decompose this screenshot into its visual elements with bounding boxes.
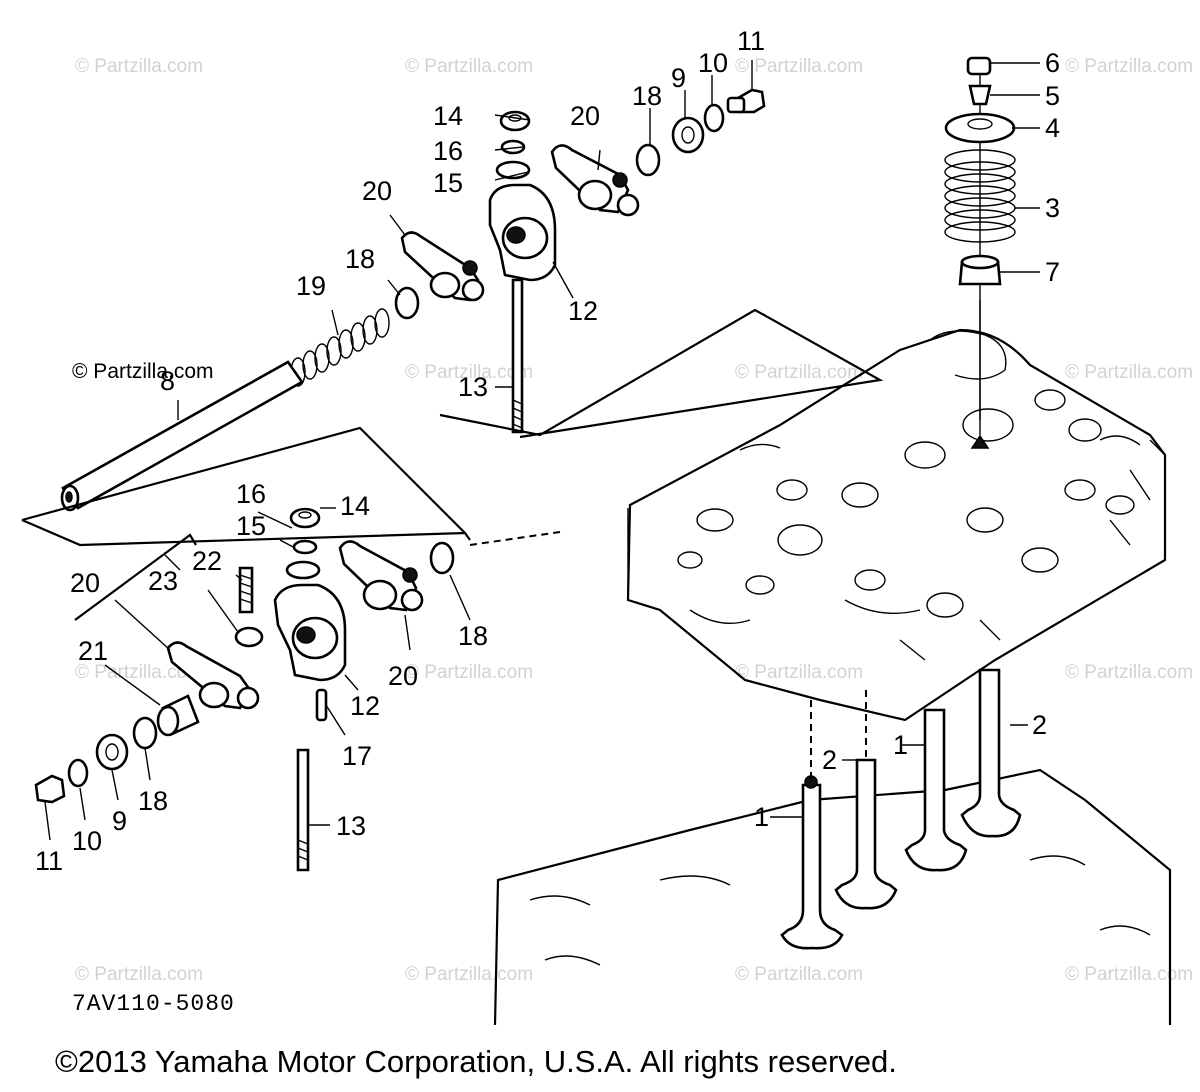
callout-19: 19 xyxy=(296,271,326,301)
watermark: © Partzilla.com xyxy=(75,56,203,77)
callout-18: 18 xyxy=(632,81,662,111)
callout-15: 15 xyxy=(236,511,266,541)
callout-4: 4 xyxy=(1045,113,1060,143)
callout-1: 1 xyxy=(754,802,769,832)
callout-20: 20 xyxy=(388,661,418,691)
rocker-shaft xyxy=(60,360,304,512)
callout-16: 16 xyxy=(236,479,266,509)
callout-15: 15 xyxy=(433,168,463,198)
copyright-notice: ©2013 Yamaha Motor Corporation, U.S.A. A… xyxy=(55,1044,897,1079)
shaft-spring xyxy=(290,308,390,387)
watermark: © Partzilla.com xyxy=(735,662,863,683)
valves xyxy=(780,668,1022,950)
diagram-code: 7AV110-5080 xyxy=(72,991,235,1017)
callout-16: 16 xyxy=(433,136,463,166)
watermark: © Partzilla.com xyxy=(405,362,533,383)
watermark: © Partzilla.com xyxy=(405,964,533,985)
callout-1: 1 xyxy=(893,730,908,760)
watermark: © Partzilla.com xyxy=(735,362,863,383)
watermark: © Partzilla.com xyxy=(1065,662,1193,683)
upper-rocker-assembly xyxy=(290,88,766,434)
watermark: © Partzilla.com xyxy=(72,360,214,383)
callout-3: 3 xyxy=(1045,193,1060,223)
callout-5: 5 xyxy=(1045,81,1060,111)
callout-20: 20 xyxy=(70,568,100,598)
callout-20: 20 xyxy=(570,101,600,131)
watermark: © Partzilla.com xyxy=(735,56,863,77)
callout-7: 7 xyxy=(1045,257,1060,287)
lower-rocker-assembly xyxy=(34,507,455,872)
callout-10: 10 xyxy=(72,826,102,856)
cylinder-head xyxy=(626,328,1167,722)
callout-22: 22 xyxy=(192,546,222,576)
valve-spring-stack xyxy=(944,56,1016,449)
callout-14: 14 xyxy=(340,491,370,521)
callout-14: 14 xyxy=(433,101,463,131)
callout-8: 8 xyxy=(160,366,175,396)
watermark: © Partzilla.com xyxy=(405,56,533,77)
callout-13: 13 xyxy=(336,811,366,841)
callout-20: 20 xyxy=(362,176,392,206)
watermark: © Partzilla.com xyxy=(405,662,533,683)
callout-21: 21 xyxy=(78,636,108,666)
callout-9: 9 xyxy=(112,806,127,836)
callout-12: 12 xyxy=(568,296,598,326)
callout-23: 23 xyxy=(148,566,178,596)
cylinder-block xyxy=(493,768,1172,1026)
callout-17: 17 xyxy=(342,741,372,771)
callout-2: 2 xyxy=(1032,710,1047,740)
callout-2: 2 xyxy=(822,745,837,775)
callout-11: 11 xyxy=(737,26,765,56)
assembly-outlines xyxy=(21,308,884,621)
valve-spring xyxy=(944,149,1016,243)
watermark: © Partzilla.com xyxy=(735,964,863,985)
leader-lines xyxy=(44,60,1040,841)
callout-6: 6 xyxy=(1045,48,1060,78)
callout-18: 18 xyxy=(138,786,168,816)
callout-labels: 6 5 4 3 7 2 1 2 1 11 10 9 18 20 14 16 15… xyxy=(35,26,1060,876)
callout-12: 12 xyxy=(350,691,380,721)
callout-11: 11 xyxy=(35,846,63,876)
callout-10: 10 xyxy=(698,48,728,78)
callout-18: 18 xyxy=(458,621,488,651)
watermark: © Partzilla.com xyxy=(75,964,203,985)
watermark: © Partzilla.com xyxy=(1065,964,1193,985)
callout-18: 18 xyxy=(345,244,375,274)
watermark: © Partzilla.com xyxy=(1065,56,1193,77)
watermark: © Partzilla.com xyxy=(1065,362,1193,383)
callout-9: 9 xyxy=(671,63,686,93)
callout-13: 13 xyxy=(458,372,488,402)
